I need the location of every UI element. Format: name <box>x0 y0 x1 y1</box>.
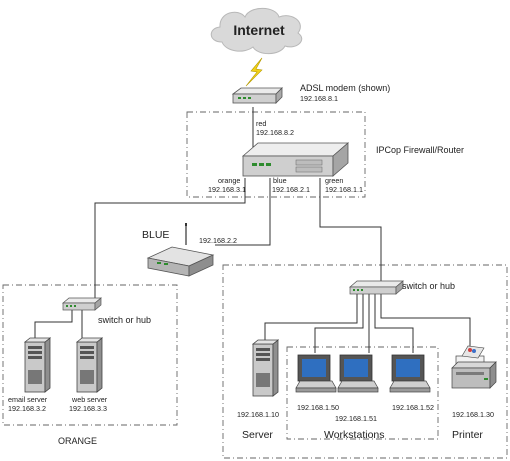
printer-icon <box>451 345 497 389</box>
green-server-icon <box>251 339 280 397</box>
link-green <box>319 178 382 283</box>
blue-zone-label: BLUE <box>142 229 169 241</box>
internet-cloud-icon <box>210 7 303 55</box>
firewall-label: IPCop Firewall/Router <box>376 145 464 155</box>
web-server-label: web server <box>71 395 108 404</box>
wireless-access-point-icon <box>146 223 215 277</box>
link-green-ws3 <box>374 294 414 353</box>
green-port-label: green <box>325 176 343 185</box>
green-switch-icon <box>349 280 404 295</box>
workstation-3-icon <box>389 354 431 393</box>
workstation-3-ip: 192.168.1.52 <box>392 403 434 412</box>
link-orange <box>94 178 246 298</box>
email-server-label: email server <box>8 395 48 404</box>
green-port-ip: 192.168.1.1 <box>325 185 363 194</box>
link-orange-email <box>34 310 73 340</box>
orange-switch-icon <box>62 297 102 311</box>
modem-label: ADSL modem (shown) <box>300 83 390 93</box>
blue-port-label: blue <box>273 176 287 185</box>
printer-label: Printer <box>452 429 483 441</box>
firewall-router-icon <box>241 142 350 177</box>
workstation-2-ip: 192.168.1.51 <box>335 414 377 423</box>
green-switch-label: switch or hub <box>402 281 455 291</box>
green-server-ip: 192.168.1.10 <box>237 410 279 419</box>
green-server-label: Server <box>242 429 273 441</box>
link-green-printer <box>380 294 471 355</box>
email-server-icon <box>23 337 52 393</box>
orange-port-label: orange <box>218 176 240 185</box>
web-server-icon <box>75 337 104 393</box>
red-label: red <box>256 119 266 128</box>
red-ip: 192.168.8.2 <box>256 128 294 137</box>
workstations-label: Workstations <box>324 429 385 441</box>
link-green-ws1 <box>314 294 364 353</box>
orange-port-ip: 192.168.3.1 <box>208 185 246 194</box>
orange-switch-label: switch or hub <box>98 315 151 325</box>
modem-icon <box>231 87 283 104</box>
orange-zone-box <box>2 284 178 426</box>
orange-zone-label: ORANGE <box>58 436 97 446</box>
green-zone-box <box>222 264 508 459</box>
modem-ip: 192.168.8.1 <box>300 94 338 103</box>
firewall-zone-box <box>186 111 366 198</box>
workstation-2-icon <box>337 354 379 393</box>
workstations-box <box>286 346 439 440</box>
blue-ap-ip: 192.168.2.2 <box>199 236 237 245</box>
printer-ip: 192.168.1.30 <box>452 410 494 419</box>
link-blue <box>215 178 271 246</box>
workstation-1-icon <box>295 354 337 393</box>
email-server-ip: 192.168.3.2 <box>8 404 46 413</box>
blue-port-ip: 192.168.2.1 <box>272 185 310 194</box>
internet-label: Internet <box>233 22 285 38</box>
link-green-server <box>264 294 358 341</box>
lightning-bolt-icon <box>245 57 263 87</box>
web-server-ip: 192.168.3.3 <box>69 404 107 413</box>
workstation-1-ip: 192.168.1.50 <box>297 403 339 412</box>
